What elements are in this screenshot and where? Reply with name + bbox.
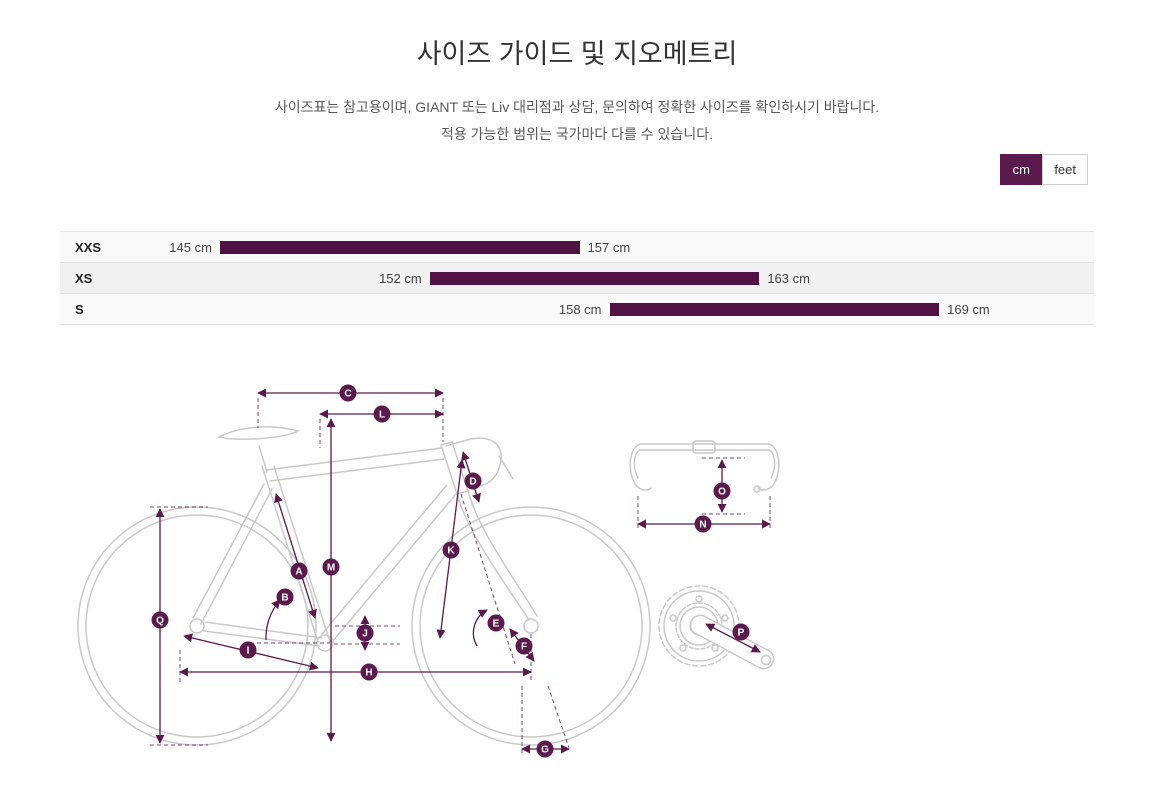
svg-text:L: L	[379, 410, 385, 421]
geometry-badge-i: I	[239, 641, 257, 659]
svg-text:K: K	[447, 546, 455, 557]
min-height-label: 152 cm	[379, 271, 422, 286]
svg-text:G: G	[541, 745, 549, 756]
size-range-bar	[219, 241, 580, 254]
geometry-badge-h: H	[360, 663, 378, 681]
min-height-label: 145 cm	[169, 240, 212, 255]
svg-text:C: C	[344, 389, 351, 400]
unit-toggle-feet[interactable]: feet	[1042, 154, 1088, 185]
svg-text:A: A	[295, 567, 302, 578]
crankset-illustration	[658, 585, 775, 670]
svg-text:N: N	[699, 520, 706, 531]
geometry-badge-l: L	[373, 405, 391, 423]
svg-text:Q: Q	[156, 616, 164, 627]
page-subtitle: 사이즈표는 참고용이며, GIANT 또는 Liv 대리점과 상담, 문의하여 …	[0, 94, 1154, 148]
geometry-badge-j: J	[356, 624, 374, 642]
max-height-label: 157 cm	[587, 240, 631, 255]
svg-text:D: D	[469, 477, 476, 488]
geometry-badge-b: B	[276, 588, 294, 606]
geometry-measurements	[150, 388, 771, 754]
geometry-badge-p: P	[732, 623, 750, 641]
page-title: 사이즈 가이드 및 지오메트리	[416, 39, 738, 69]
min-height-label: 158 cm	[558, 302, 602, 317]
size-chart: XXS 145 cm 157 cm XS 152 cm 163 cm S 158…	[60, 231, 1094, 325]
size-bar-track: 145 cm 157 cm	[160, 232, 1059, 262]
size-bar-track: 158 cm 169 cm	[160, 294, 1059, 324]
max-height-label: 169 cm	[947, 302, 990, 317]
subtitle-line-1: 사이즈표는 참고용이며, GIANT 또는 Liv 대리점과 상담, 문의하여 …	[274, 99, 880, 115]
geometry-badge-n: N	[694, 515, 712, 533]
geometry-badge-m: M	[322, 558, 340, 576]
size-chart-row: XS 152 cm 163 cm	[60, 263, 1094, 294]
bike-illustration	[77, 426, 651, 746]
geometry-badge-g: G	[536, 740, 554, 758]
geometry-badge-e: E	[487, 614, 505, 632]
geometry-badge-k: K	[442, 541, 460, 559]
svg-text:I: I	[247, 646, 250, 657]
geometry-badge-d: D	[464, 472, 482, 490]
size-label: S	[75, 302, 84, 317]
max-height-label: 163 cm	[767, 271, 810, 286]
geometry-badge-o: O	[713, 482, 731, 500]
svg-text:E: E	[493, 619, 500, 630]
size-label: XS	[75, 271, 93, 286]
geometry-badge-f: F	[515, 637, 533, 655]
svg-text:P: P	[738, 628, 745, 639]
svg-text:H: H	[365, 668, 372, 679]
size-chart-row: XXS 145 cm 157 cm	[60, 232, 1094, 263]
unit-toggle: cm feet	[1000, 154, 1088, 185]
geometry-diagram: A B C D E F G H I J K L M N O P Q	[77, 384, 780, 758]
unit-toggle-cm[interactable]: cm	[1000, 154, 1043, 185]
svg-text:M: M	[327, 563, 335, 574]
geometry-badge-c: C	[339, 384, 357, 402]
geometry-badge-q: Q	[151, 611, 169, 629]
svg-text:O: O	[718, 487, 726, 498]
svg-text:F: F	[521, 642, 527, 653]
size-range-bar	[429, 272, 760, 285]
size-label: XXS	[75, 240, 102, 255]
size-chart-row: S 158 cm 169 cm	[60, 294, 1094, 325]
svg-text:B: B	[281, 593, 288, 604]
svg-text:J: J	[362, 629, 368, 640]
handlebar-illustration	[629, 440, 780, 493]
subtitle-line-2: 적용 가능한 범위는 국가마다 다를 수 있습니다.	[441, 126, 713, 142]
size-range-bar	[609, 303, 940, 316]
size-bar-track: 152 cm 163 cm	[160, 263, 1059, 293]
geometry-badge-a: A	[290, 562, 308, 580]
